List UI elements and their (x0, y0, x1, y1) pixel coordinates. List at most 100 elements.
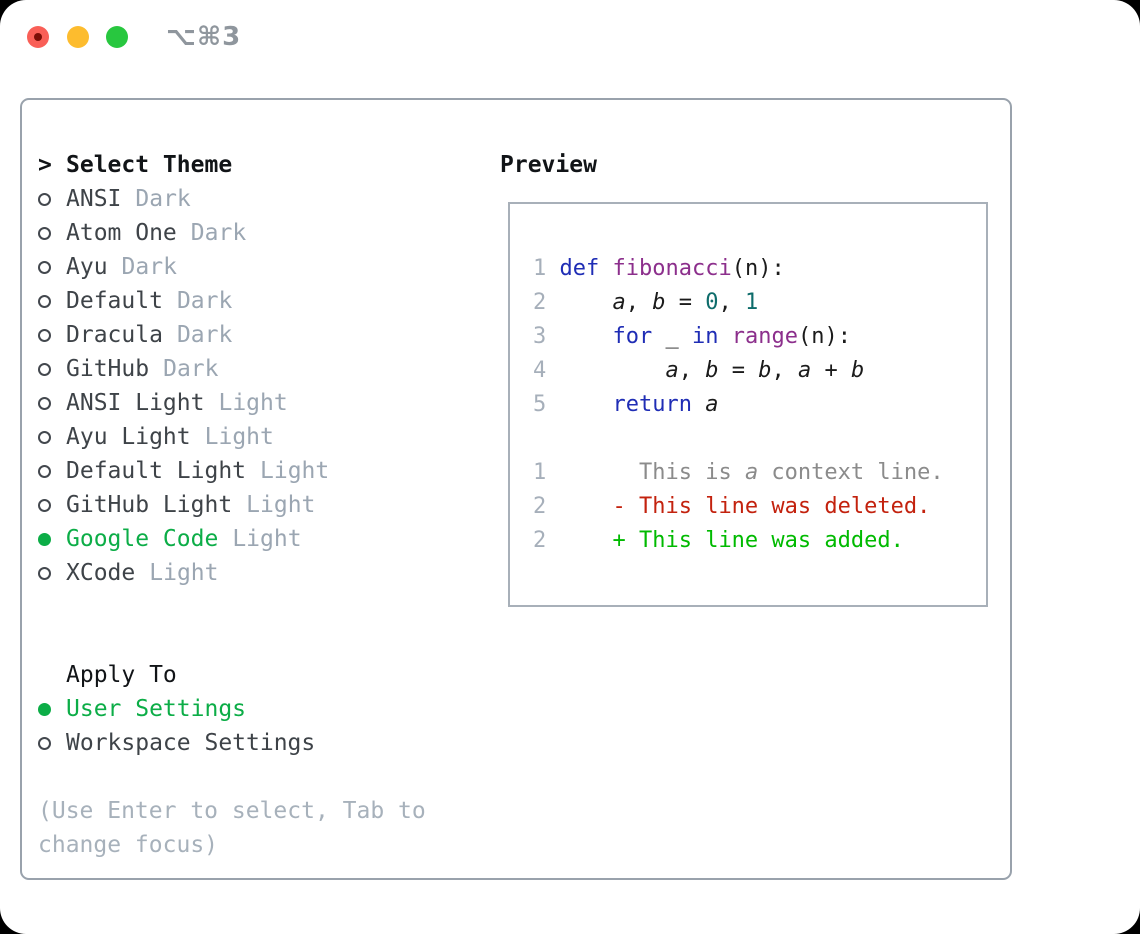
minimize-button[interactable] (67, 26, 89, 48)
apply-to-header: Apply To (38, 658, 426, 692)
theme-variant-tag: Dark (121, 254, 177, 280)
theme-option-name: XCode (66, 560, 136, 586)
radio-icon (38, 294, 51, 308)
code-token (560, 392, 613, 417)
bullet-cell (38, 396, 66, 410)
bullet-cell (38, 430, 66, 444)
radio-selected-icon (38, 702, 51, 716)
help-text-line1: (Use Enter to select, Tab to (38, 798, 426, 824)
radio-icon (38, 192, 51, 206)
line-number: 2 (533, 494, 547, 519)
preview-line: 4 a, b = b, a + b (533, 354, 986, 388)
code-token: , (771, 358, 798, 383)
bullet-cell (38, 260, 66, 274)
code-token: return (612, 392, 692, 417)
line-number: 2 (533, 290, 547, 315)
preview-line: 2 a, b = 0, 1 (533, 286, 986, 320)
radio-icon (38, 464, 51, 478)
code-token: - This line was deleted. (559, 494, 931, 519)
code-token: fibonacci (612, 256, 732, 281)
code-token: in (691, 324, 719, 349)
close-button[interactable] (27, 26, 49, 48)
code-token: _ (652, 324, 692, 349)
code-token (692, 392, 705, 417)
bullet-cell (38, 294, 66, 308)
radio-icon (38, 396, 51, 410)
preview-line: 2 - This line was deleted. (533, 490, 986, 524)
radio-icon (38, 362, 51, 376)
theme-option-default[interactable]: Default Dark (38, 284, 426, 318)
code-token (560, 358, 666, 383)
zoom-button[interactable] (106, 26, 128, 48)
code-token: (n): (731, 256, 785, 281)
code-token (560, 324, 613, 349)
apply-option-name: Workspace Settings (66, 730, 316, 756)
theme-option-name: GitHub (66, 356, 150, 382)
line-number: 1 (533, 460, 547, 485)
radio-icon (38, 566, 51, 580)
code-token: b (705, 358, 719, 383)
bullet-cell (38, 498, 66, 512)
code-token: a (797, 358, 812, 383)
theme-option-name: ANSI Light (66, 390, 205, 416)
code-token: 1 (744, 290, 759, 315)
theme-option-name: Ayu (66, 254, 108, 280)
theme-option-name: Default (66, 288, 163, 314)
code-token: a (665, 358, 679, 383)
theme-option-name: ANSI (66, 186, 122, 212)
radio-icon (38, 736, 51, 750)
code-token (560, 290, 613, 315)
theme-variant-tag: Dark (190, 220, 247, 246)
window-title: ⌥⌘3 (166, 22, 242, 52)
code-token: b (850, 358, 865, 383)
code-token: = (718, 358, 759, 383)
theme-variant-tag: Light (246, 492, 316, 518)
bullet-cell (38, 192, 66, 206)
unsaved-dot-icon (34, 33, 42, 41)
code-token: This is (559, 460, 745, 485)
code-token: , (625, 290, 653, 315)
radio-icon (38, 226, 51, 240)
theme-variant-tag: Dark (176, 288, 233, 314)
select-theme-header: > Select Theme (38, 148, 426, 182)
code-token: a (744, 460, 759, 485)
preview-line: 1 def fibonacci(n): (533, 252, 986, 286)
theme-variant-tag: Dark (135, 186, 191, 212)
apply-option-name: User Settings (66, 696, 247, 722)
code-token: a (612, 290, 626, 315)
radio-icon (38, 498, 51, 512)
code-token (599, 256, 612, 281)
code-token: , (678, 358, 706, 383)
preview-line: 2 + This line was added. (533, 524, 986, 558)
bullet-cell (38, 736, 66, 750)
theme-option-name: Ayu Light (66, 424, 191, 450)
code-token: for (612, 324, 653, 349)
line-number: 4 (533, 358, 547, 383)
code-token: 0 (705, 290, 719, 315)
code-token: + (811, 358, 851, 383)
apply-option-user-settings[interactable]: User Settings (38, 692, 426, 726)
code-token: = (665, 290, 706, 315)
apply-option-workspace-settings[interactable]: Workspace Settings (38, 726, 426, 760)
bullet-cell (38, 532, 66, 546)
theme-option-ansi[interactable]: ANSI Dark (38, 182, 426, 216)
code-token: range (731, 324, 798, 349)
code-token: context line. (758, 460, 944, 485)
spacer (38, 760, 426, 794)
theme-option-ayu[interactable]: Ayu Dark (38, 250, 426, 284)
bullet-cell (38, 702, 66, 716)
